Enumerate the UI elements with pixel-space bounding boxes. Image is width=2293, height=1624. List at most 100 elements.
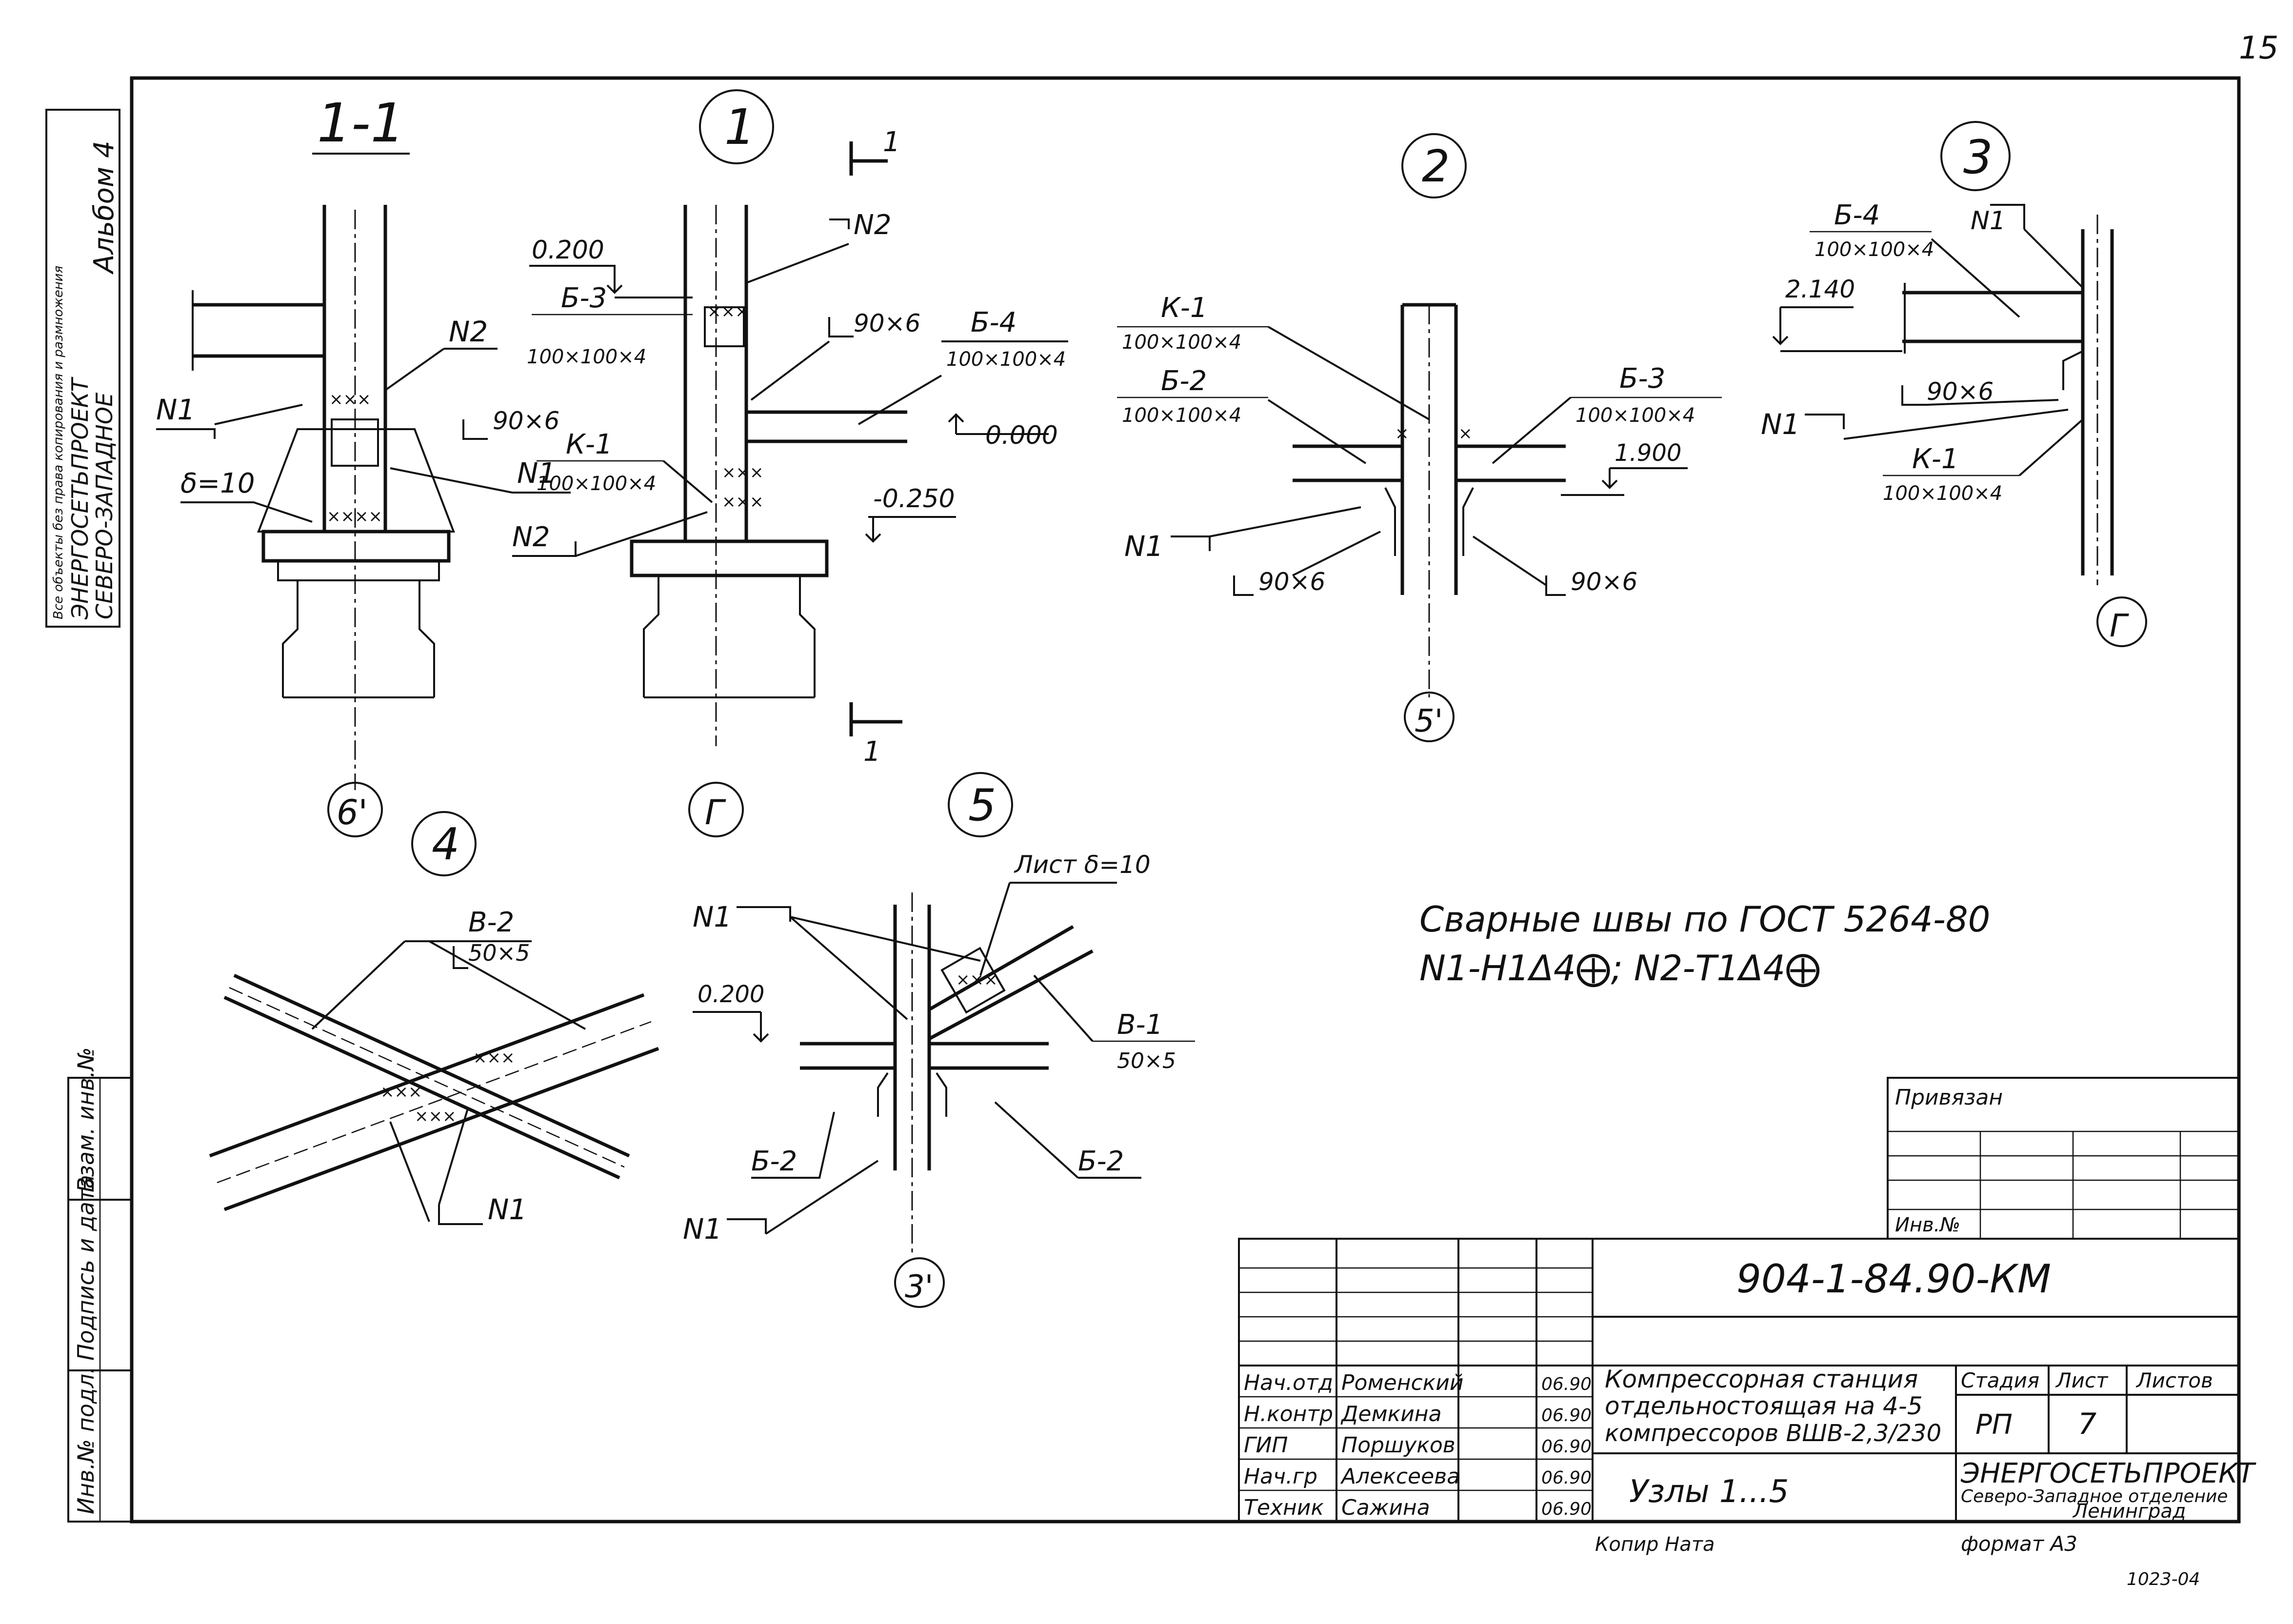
label-k1-size: 100×100×4 xyxy=(537,473,656,495)
svg-text:×××: ××× xyxy=(956,970,997,990)
person-date: 06.90 xyxy=(1541,1374,1592,1394)
label-N2-b: N2 xyxy=(854,209,892,241)
copyright-stamp: Все объекты без права копирования и разм… xyxy=(45,109,120,628)
section-1-1: 1-1 ××× ×××× N1 N2 90×6 N1 δ=10 6' xyxy=(156,92,571,837)
label-b4-n3: Б-4 xyxy=(1834,199,1880,231)
label-b3-n2: Б-3 xyxy=(1619,363,1665,395)
label-k1-size-n3: 100×100×4 xyxy=(1883,482,2002,505)
person-name: Сажина xyxy=(1341,1495,1430,1520)
person-date: 06.90 xyxy=(1541,1437,1592,1457)
privyazan-label: Привязан xyxy=(1895,1085,2003,1110)
label-b4-size-n3: 100×100×4 xyxy=(1814,238,1934,261)
label-delta10: δ=10 xyxy=(180,468,255,499)
node-1-number: 1 xyxy=(724,99,756,156)
person-date: 06.90 xyxy=(1541,1406,1592,1426)
node-4: 4 В-2 50×5 ××× ××× ××× N1 xyxy=(209,811,659,1226)
node-4-number: 4 xyxy=(432,819,459,870)
person-role: Нач.отд xyxy=(1244,1370,1333,1395)
person-name: Демкина xyxy=(1340,1402,1442,1426)
person-date: 06.90 xyxy=(1541,1499,1592,1519)
stamp-line3: СЕВЕРО-ЗАПАДНОЕ xyxy=(91,393,118,619)
label-k1: К-1 xyxy=(566,429,613,460)
node-2-number: 2 xyxy=(1422,141,1450,192)
section-title: 1-1 xyxy=(317,92,405,154)
label-b2-n5b: Б-2 xyxy=(1078,1146,1124,1177)
note-line-1: Сварные швы по ГОСТ 5264-80 xyxy=(1419,899,1990,940)
label-b4: Б-4 xyxy=(971,307,1017,338)
node-3-number: 3 xyxy=(1963,131,1993,184)
node-5: 5 N1 Лист δ=10 0.200 В-1 50×5 Б-2 Б-2 N1… xyxy=(683,772,1195,1308)
svg-text:×××: ××× xyxy=(380,1082,422,1102)
label-b3-size-n2: 100×100×4 xyxy=(1575,404,1695,427)
svg-text:×××: ××× xyxy=(415,1107,456,1126)
label-b2-size-n2: 100×100×4 xyxy=(1122,404,1241,427)
axis-bubble-3: 5' xyxy=(1415,703,1443,739)
node-5-number: 5 xyxy=(968,780,996,831)
sheet-title: Узлы 1...5 xyxy=(1629,1474,1789,1510)
axis-bubble-2: Г xyxy=(705,792,726,832)
label-N1-a: N1 xyxy=(156,393,195,426)
label-v1: В-1 xyxy=(1117,1009,1163,1041)
strip-row3-label: Инв.№ подл. xyxy=(73,1367,99,1514)
label-N1-n5a: N1 xyxy=(693,900,732,933)
cut-mark-top: 1 xyxy=(883,126,900,158)
label-angle-b: 90×6 xyxy=(854,309,920,337)
svg-text:××××: ×××× xyxy=(327,507,382,526)
label-k1-n3: К-1 xyxy=(1912,443,1959,475)
label-N1-n5b: N1 xyxy=(683,1212,722,1246)
title-block: Привязан Инв.№ Нач.отд Роменский 06.90 Н… xyxy=(1238,1077,2256,1523)
project-line-2: отдельностоящая на 4-5 xyxy=(1605,1392,1923,1420)
axis-bubble-4: Г xyxy=(2110,608,2129,644)
sheet-number: 15 xyxy=(2239,30,2278,66)
label-b2-n2: Б-2 xyxy=(1161,365,1207,397)
person-name: Поршуков xyxy=(1341,1433,1456,1458)
svg-text:×××: ××× xyxy=(473,1048,515,1068)
svg-text:×××: ××× xyxy=(722,492,763,512)
label-list-d10: Лист δ=10 xyxy=(1014,851,1151,879)
node-2: 2 К-1 100×100×4 Б-2 100×100×4 Б-3 100×10… xyxy=(1117,133,1722,742)
person-role: Н.контр xyxy=(1244,1402,1333,1426)
label-b3: Б-3 xyxy=(561,282,607,314)
person-role: ГИП xyxy=(1244,1433,1288,1458)
label-N1-n3a: N1 xyxy=(1971,206,2006,236)
stamp-album: Альбом 4 xyxy=(88,140,120,275)
person-name: Роменский xyxy=(1341,1370,1463,1395)
project-line-1: Компрессорная станция xyxy=(1605,1365,1918,1393)
svg-text:×: × xyxy=(1458,424,1473,443)
label-angle-n3: 90×6 xyxy=(1927,377,1994,406)
copied-by: Копир Ната xyxy=(1595,1533,1715,1556)
inv-no-label: Инв.№ xyxy=(1895,1214,1960,1236)
svg-text:×××: ××× xyxy=(707,302,749,321)
label-angle-n2a: 90×6 xyxy=(1258,568,1325,596)
person-date: 06.90 xyxy=(1541,1468,1592,1488)
label-angle-n2b: 90×6 xyxy=(1571,568,1637,596)
label-b3-size: 100×100×4 xyxy=(527,346,646,368)
stage-value: РП xyxy=(1975,1409,2013,1441)
person-role: Нач.гр xyxy=(1244,1464,1317,1489)
format-label: формат А3 xyxy=(1961,1532,2077,1556)
axis-bubble-5: 3' xyxy=(905,1269,933,1305)
label-angle-a: 90×6 xyxy=(493,407,559,435)
cut-mark-bottom: 1 xyxy=(863,736,881,768)
drawing-code: 904-1-84.90-КМ xyxy=(1736,1256,2051,1302)
person-name: Алексеева xyxy=(1340,1464,1460,1489)
elev-1900: 1.900 xyxy=(1615,439,1681,467)
label-N2-a: N2 xyxy=(449,315,488,348)
elev-2140: 2.140 xyxy=(1785,275,1855,303)
label-v2: В-2 xyxy=(468,907,514,938)
elev-0000: 0.000 xyxy=(985,421,1058,450)
elev-0200-n5: 0.200 xyxy=(698,981,764,1008)
doc-number: 1023-04 xyxy=(2127,1569,2200,1589)
axis-bubble-1: 6' xyxy=(337,792,368,832)
sheet-header: Лист xyxy=(2055,1368,2109,1392)
people-rows: Нач.отд Роменский 06.90 Н.контр Демкина … xyxy=(1244,1370,1592,1520)
org-branch: Северо-Западное отделение xyxy=(1961,1486,2228,1506)
label-k1-size-n2: 100×100×4 xyxy=(1122,331,1241,354)
elev-0200: 0.200 xyxy=(532,236,604,265)
svg-text:×: × xyxy=(1395,424,1409,443)
elev-m0250: -0.250 xyxy=(873,484,955,514)
project-line-3: компрессоров ВШВ-2,3/230 xyxy=(1605,1420,1941,1447)
label-N2-c: N2 xyxy=(512,521,550,553)
strip-row1-label: Взам. инв.№ xyxy=(73,1047,99,1192)
label-N1-n3b: N1 xyxy=(1761,408,1800,441)
